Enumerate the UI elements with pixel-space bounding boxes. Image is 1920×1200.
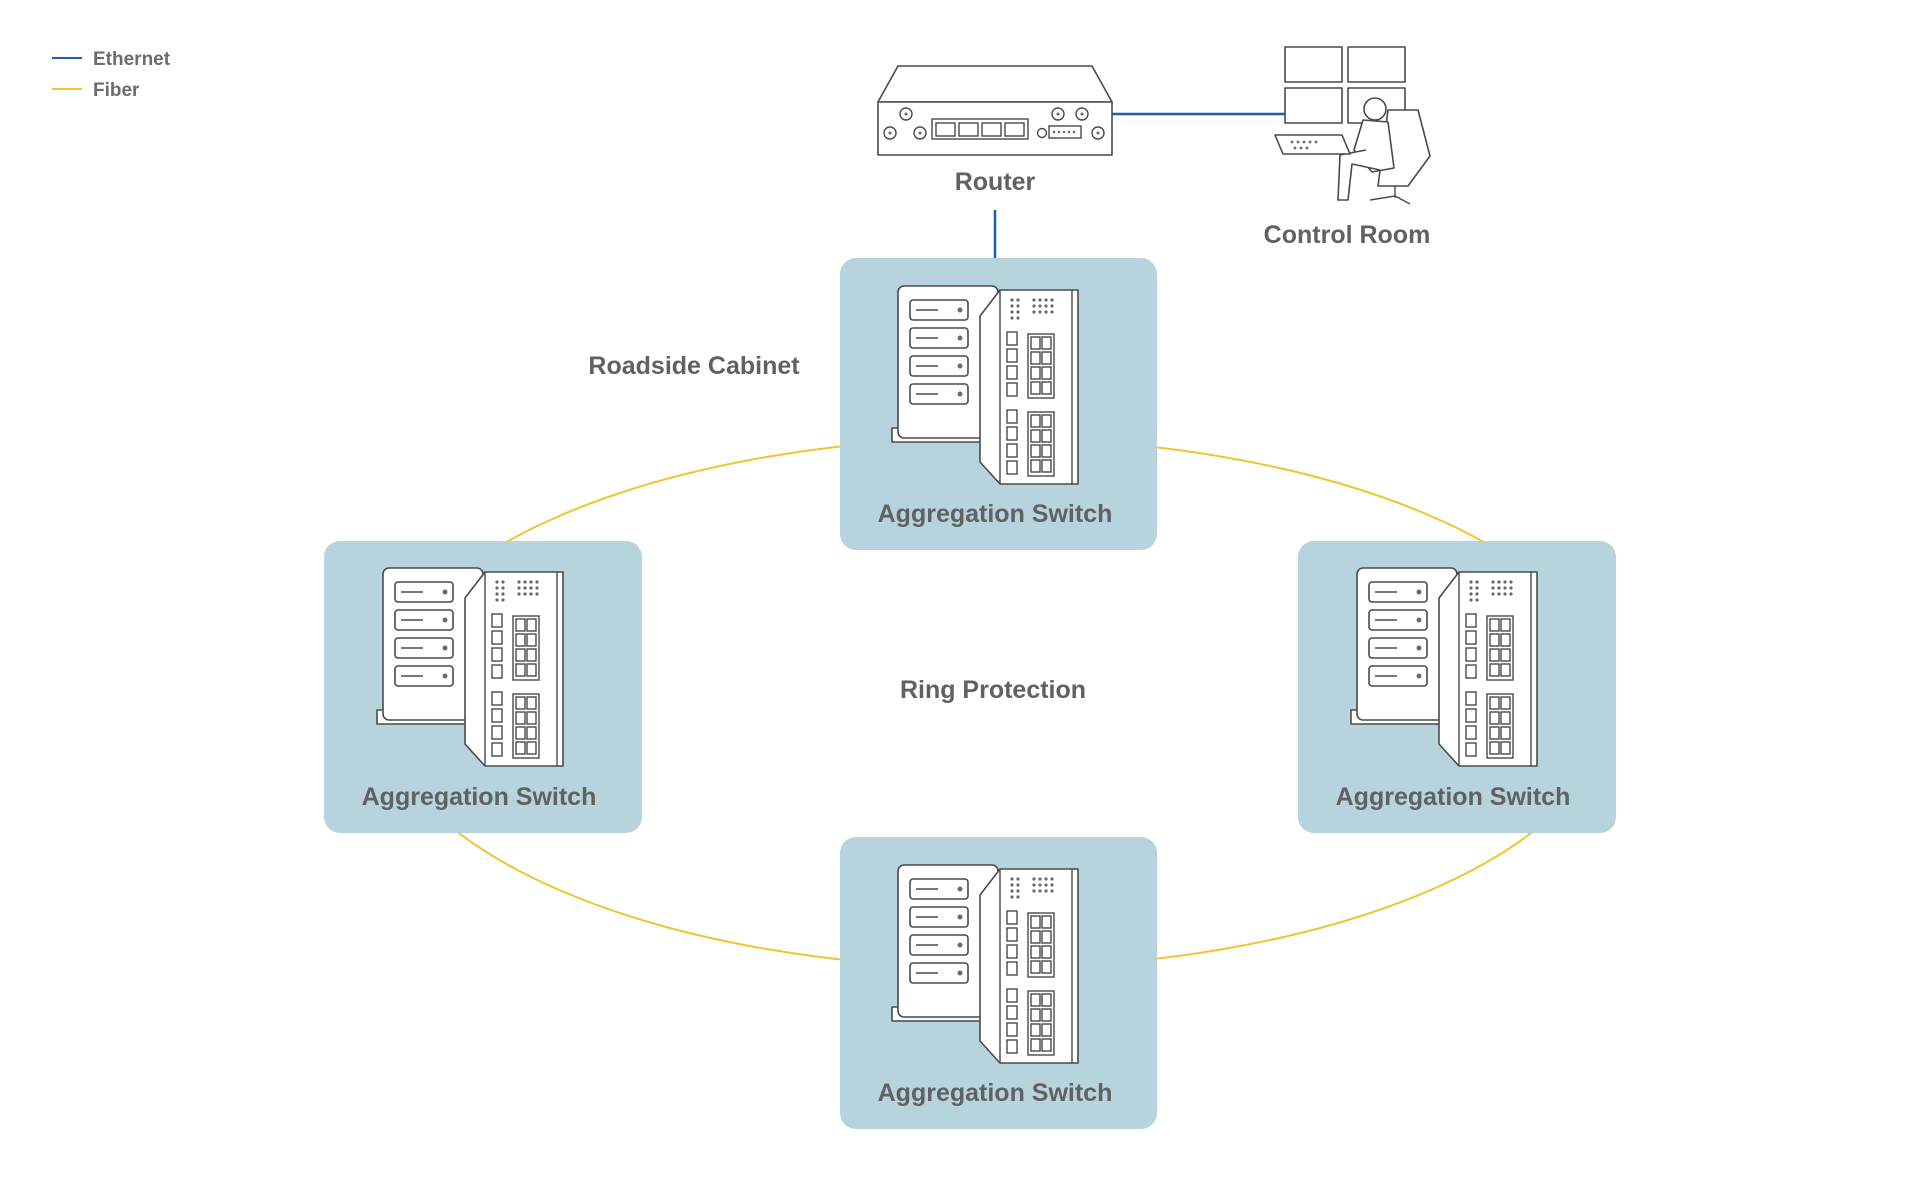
control-room-label: Control Room <box>1264 221 1431 249</box>
ring-protection-label: Ring Protection <box>900 676 1086 704</box>
router-icon <box>877 65 1113 156</box>
switch-left-label: Aggregation Switch <box>362 783 597 811</box>
roadside-cabinet-label: Roadside Cabinet <box>588 352 800 380</box>
switch-top-label: Aggregation Switch <box>878 500 1113 528</box>
legend-ethernet-label: Ethernet <box>93 49 171 70</box>
router-label: Router <box>955 168 1036 196</box>
switch-bottom-label: Aggregation Switch <box>878 1079 1113 1107</box>
legend: Ethernet Fiber <box>52 49 171 101</box>
legend-fiber-label: Fiber <box>93 80 140 101</box>
operator-workstation-icon <box>1274 46 1431 205</box>
switch-right-label: Aggregation Switch <box>1336 783 1571 811</box>
